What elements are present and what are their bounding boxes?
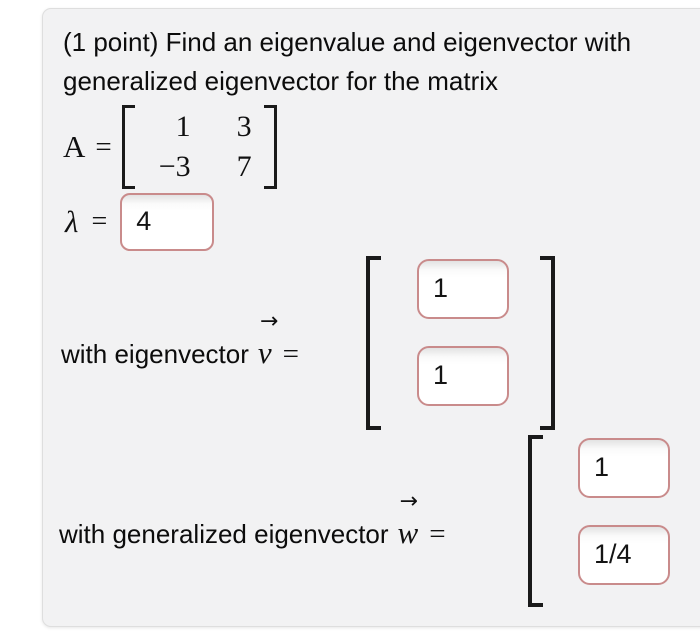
eigenvector-label: with eigenvector	[61, 339, 249, 369]
matrix-entry: 1	[175, 110, 191, 143]
generalized-eigenvector-equation: with generalized eigenvector → w =	[59, 491, 446, 551]
matrix-equation: A = 1 3 −3 7	[63, 105, 277, 189]
generalized-eigenvector-symbol: → w	[397, 491, 419, 551]
vector-arrow-icon: →	[259, 309, 279, 334]
generalized-eigenvector-equals-sign: =	[429, 518, 446, 550]
matrix-right-bracket-icon	[263, 105, 277, 189]
matrix-left-bracket-icon	[121, 105, 135, 189]
matrix-name: A	[63, 129, 86, 164]
problem-statement: (1 point) Find an eigenvalue and eigenve…	[63, 27, 632, 96]
generalized-eigenvector-left-bracket-icon	[528, 435, 543, 607]
lambda-symbol: λ	[65, 204, 79, 239]
lambda-equals-sign: =	[91, 206, 108, 237]
vector-arrow-icon: →	[399, 489, 418, 514]
matrix-entries: 1 3 −3 7	[135, 105, 264, 189]
eigenvector-symbol: → v	[257, 311, 278, 371]
generalized-eigenvector-label: with generalized eigenvector	[59, 519, 389, 549]
matrix-entry: 3	[236, 110, 252, 143]
eigenvector-left-bracket-icon	[366, 256, 381, 430]
lambda-equation: λ =	[65, 193, 215, 251]
eigenvector-input-row1[interactable]	[417, 259, 509, 319]
matrix-entry: −3	[158, 150, 191, 183]
lambda-input[interactable]	[120, 193, 215, 251]
generalized-eigenvector-input-row1[interactable]	[578, 438, 670, 498]
eigenvector-right-bracket-icon	[540, 256, 555, 430]
generalized-eigenvector-input-row2[interactable]	[578, 525, 670, 585]
eigenvector-equals-sign: =	[282, 338, 300, 370]
problem-card: (1 point) Find an eigenvalue and eigenve…	[42, 8, 700, 627]
matrix-entry: 7	[236, 150, 252, 183]
generalized-eigenvector-symbol-letter: w	[397, 515, 419, 550]
eigenvector-symbol-letter: v	[257, 335, 272, 370]
eigenvector-equation: with eigenvector → v =	[61, 311, 300, 371]
eigenvector-input-row2[interactable]	[417, 346, 509, 406]
matrix-equals-sign: =	[95, 130, 112, 163]
